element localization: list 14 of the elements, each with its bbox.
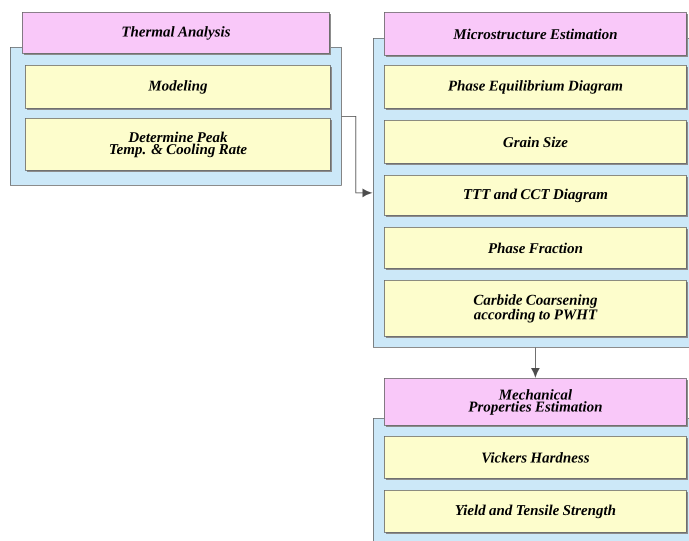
header-box: Thermal Analysis: [22, 12, 331, 55]
step-box: Grain Size: [384, 120, 688, 165]
step-box: Vickers Hardness: [384, 436, 688, 480]
step-box: Phase Fraction: [384, 227, 688, 270]
arrow: [531, 347, 540, 377]
step-box: Yield and Tensile Strength: [384, 490, 688, 534]
arrow: [341, 116, 372, 198]
header-box: Mechanical Properties Estimation: [384, 378, 688, 427]
step-box: Modeling: [25, 65, 332, 110]
step-box: Carbide Coarsening according to PWHT: [384, 280, 688, 338]
step-box: Phase Equilibrium Diagram: [384, 65, 688, 110]
step-box: Determine Peak Temp. & Cooling Rate: [25, 118, 332, 172]
header-box: Microstructure Estimation: [384, 12, 688, 57]
step-box: TTT and CCT Diagram: [384, 175, 688, 217]
